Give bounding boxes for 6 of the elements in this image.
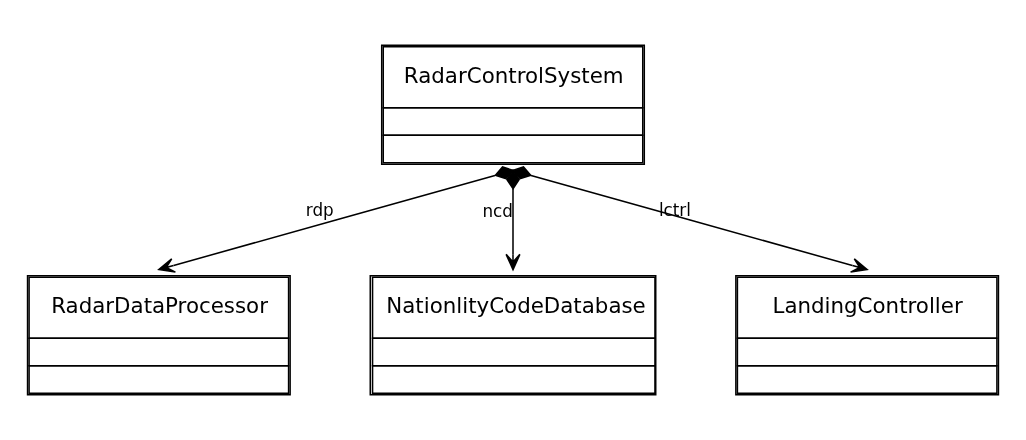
arrow (158, 166, 515, 273)
edge-label: ncd (482, 200, 513, 221)
edge-label: lctrl (658, 199, 691, 220)
edge-label: rdp (305, 199, 334, 220)
arrow (505, 169, 521, 271)
arrow (511, 166, 868, 273)
